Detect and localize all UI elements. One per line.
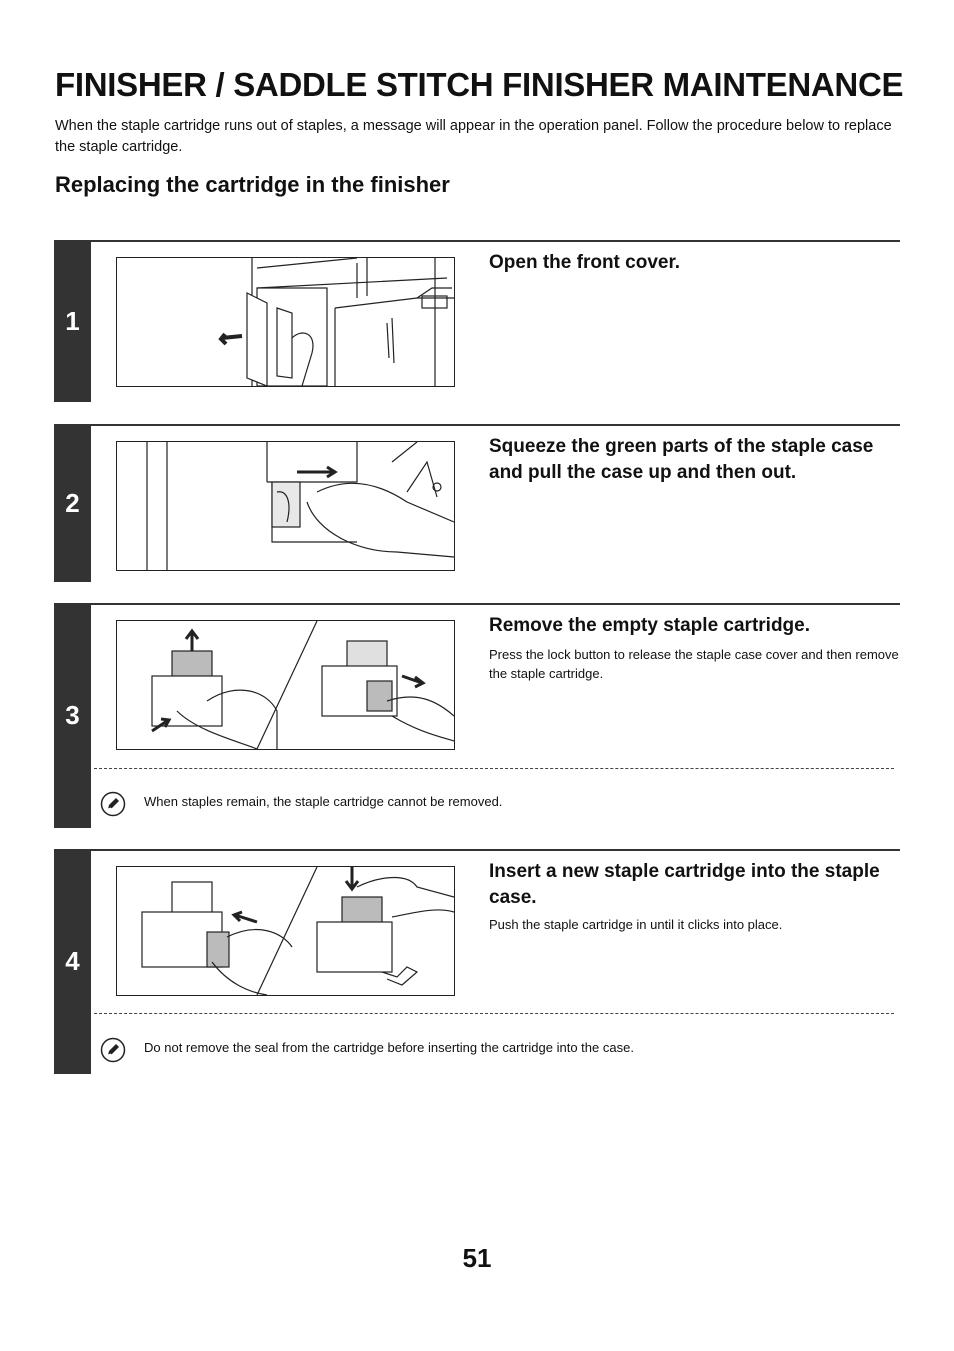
step-1-illustration [116,257,455,387]
step-4-illustration [116,866,455,996]
step-2-illustration [116,441,455,571]
note-text: When staples remain, the staple cartridg… [144,794,503,809]
step-number: 4 [54,849,91,1074]
step-2: 2 Squeeze the green parts of the staple … [54,424,900,582]
pencil-note-icon [100,1037,126,1063]
step-heading: Squeeze the green parts of the staple ca… [489,436,874,483]
step-3-illustration [116,620,455,750]
step-heading: Insert a new staple cartridge into the s… [489,861,880,908]
intro-text: When the staple cartridge runs out of st… [55,118,892,155]
section-title: Replacing the cartridge in the finisher [55,172,450,197]
step-number: 3 [54,603,91,828]
step-rule [91,240,900,242]
step-heading: Open the front cover. [489,252,681,273]
step-body: Push the staple cartridge in until it cl… [489,917,783,932]
step-3: 3 Remove the empty staple cartridge. Pre… [54,603,900,828]
step-rule [91,424,900,426]
page-title: FINISHER / SADDLE STITCH FINISHER MAINTE… [55,66,904,103]
step-number: 2 [54,424,91,582]
step-number: 1 [54,240,91,402]
page-number: 51 [462,1243,492,1273]
step-4: 4 Insert a new staple cartridge into the… [54,849,900,1074]
step-body: Press the lock button to release the sta… [489,647,899,681]
step-1: 1 Open the front cover. [54,240,900,402]
step-rule [91,603,900,605]
note-divider [94,1013,894,1014]
note-divider [94,768,894,769]
note-text: Do not remove the seal from the cartridg… [144,1040,634,1055]
step-heading: Remove the empty staple cartridge. [489,615,810,636]
step-rule [91,849,900,851]
pencil-note-icon [100,791,126,817]
